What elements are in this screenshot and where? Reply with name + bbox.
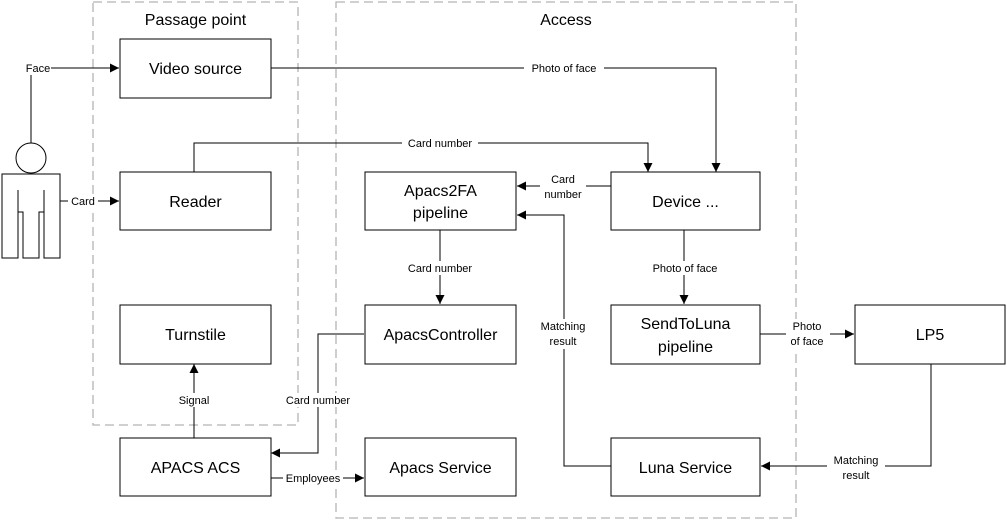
access-group — [335, 1, 797, 519]
photo-of-face-lp5-label-line2: of face — [790, 336, 823, 348]
luna-service-node: Luna Service — [610, 437, 761, 497]
turnstile-label: Turnstile — [165, 327, 226, 344]
photo-of-face-mid-label: Photo of face — [653, 263, 718, 275]
video-source-node: Video source — [119, 38, 272, 99]
employees-label: Employees — [286, 473, 341, 485]
card-number-top-label: Card number — [408, 138, 473, 150]
matching-result-label-line1: Matching — [541, 321, 586, 333]
card-number-device-label-line1: Card — [551, 174, 575, 186]
matching-result-label-line2: result — [550, 336, 577, 348]
apacs-controller-label: ApacsController — [384, 327, 499, 344]
apacs-service-node: Apacs Service — [364, 437, 517, 497]
person-icon — [1, 142, 61, 259]
sendtoluna-pipeline-node: SendToLuna pipeline — [610, 304, 761, 365]
card-number-mid-label: Card number — [408, 263, 473, 275]
card-label: Card — [71, 196, 95, 208]
apacs-acs-label: APACS ACS — [151, 460, 241, 477]
passage-point-group — [92, 1, 299, 426]
apacs-acs-node: APACS ACS — [119, 437, 272, 497]
reader-label: Reader — [169, 194, 222, 211]
matching-result-lp5-label-line2: result — [843, 470, 870, 482]
matching-result-lp5-label-line1: Matching — [834, 455, 879, 467]
access-title: Access — [540, 12, 592, 29]
apacs2fa-pipeline-node: Apacs2FA pipeline — [364, 171, 517, 231]
apacs2fa-label-line1: Apacs2FA — [404, 183, 477, 200]
apacs2fa-label-line2: pipeline — [413, 205, 468, 222]
sendtoluna-label-line2: pipeline — [658, 339, 713, 356]
device-label: Device ... — [652, 194, 719, 211]
photo-video-to-device-connector — [271, 67, 721, 172]
face-connector — [30, 63, 119, 143]
passage-point-title: Passage point — [145, 12, 247, 29]
lp5-node: LP5 — [854, 304, 1006, 365]
photo-of-face-top-label: Photo of face — [532, 63, 597, 75]
signal-label: Signal — [179, 395, 210, 407]
reader-node: Reader — [119, 171, 272, 231]
face-label: Face — [26, 63, 50, 75]
card-number-acs-label: Card number — [286, 395, 351, 407]
matching-result-lp5-to-luna-connector — [761, 364, 932, 471]
lp5-label: LP5 — [916, 327, 945, 344]
apacs-controller-node: ApacsController — [364, 304, 517, 365]
sendtoluna-label-line1: SendToLuna — [641, 316, 731, 333]
video-source-label: Video source — [149, 61, 242, 78]
photo-of-face-lp5-label-line1: Photo — [793, 321, 822, 333]
luna-service-label: Luna Service — [639, 460, 732, 477]
turnstile-node: Turnstile — [119, 304, 272, 365]
apacs-service-label: Apacs Service — [389, 460, 491, 477]
device-node: Device ... — [610, 171, 761, 231]
card-number-device-label-line2: number — [544, 189, 582, 201]
